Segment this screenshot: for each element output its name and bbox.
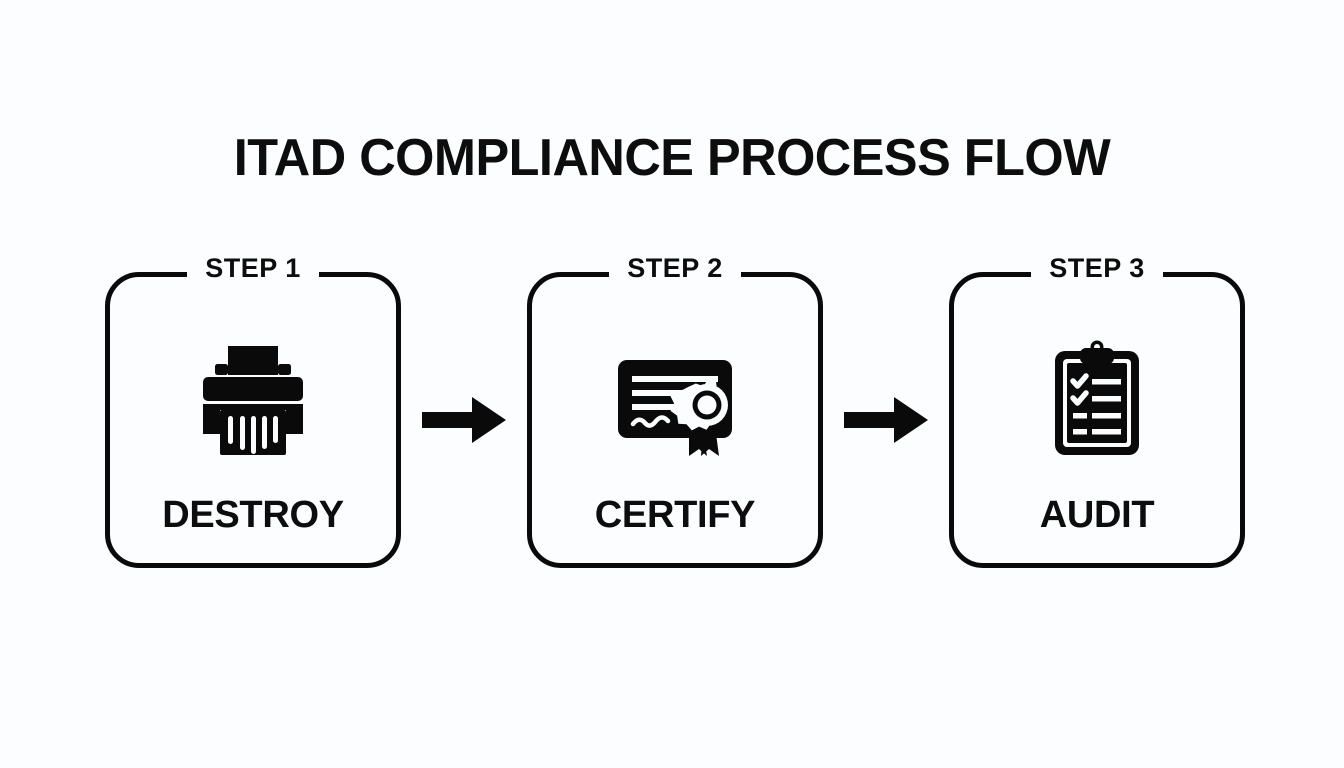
paper-shredder-icon	[188, 334, 318, 464]
certificate-award-icon	[610, 334, 740, 464]
step-card-certify[interactable]: STEP 2	[527, 255, 823, 568]
page-title: ITAD COMPLIANCE PROCESS FLOW	[233, 128, 1111, 187]
step-badge-1: STEP 1	[196, 255, 310, 282]
arrow-right-icon	[838, 272, 934, 568]
step-title-1: DESTROY	[162, 494, 344, 536]
step-card-destroy[interactable]: STEP 1	[105, 255, 401, 568]
arrow-right-icon	[416, 272, 512, 568]
step-title-2: CERTIFY	[594, 494, 756, 536]
step-card-audit[interactable]: STEP 3	[949, 255, 1245, 568]
step-badge-3: STEP 3	[1040, 255, 1154, 282]
step-badge-2: STEP 2	[618, 255, 732, 282]
step-title-3: AUDIT	[1039, 494, 1155, 536]
clipboard-checklist-icon	[1032, 334, 1162, 464]
process-flow-row: STEP 1	[105, 255, 1245, 572]
